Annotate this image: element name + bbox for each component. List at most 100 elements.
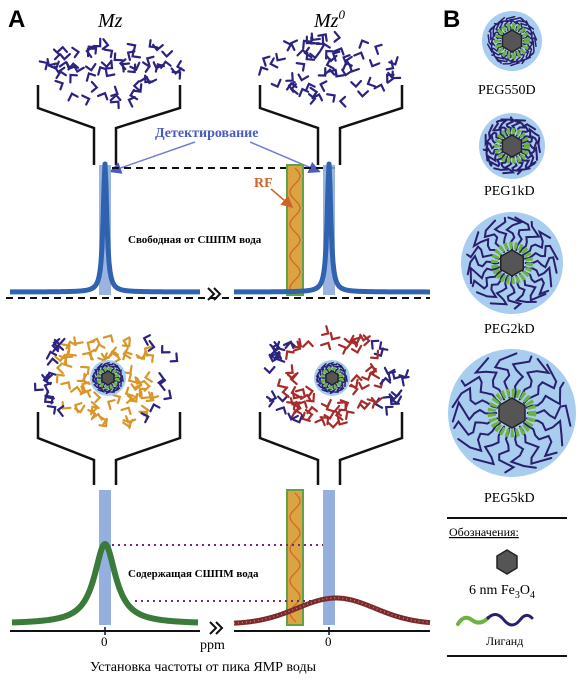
- ligand-chain: [522, 229, 552, 256]
- water-molecule: [374, 43, 383, 55]
- water-molecule: [120, 406, 132, 416]
- water-molecule: [89, 337, 101, 346]
- water-molecule: [283, 40, 293, 52]
- water-molecule: [157, 372, 166, 384]
- water-molecule: [390, 395, 403, 405]
- water-molecule: [45, 350, 58, 360]
- ligand-chain: [490, 45, 503, 56]
- ligand-chain: [466, 254, 500, 276]
- water-molecule: [104, 68, 116, 78]
- water-molecule: [61, 400, 72, 410]
- water-molecule: [127, 373, 138, 384]
- water-molecule: [305, 35, 316, 45]
- water-molecule: [275, 406, 287, 415]
- detection-window-bottom-left: [99, 490, 111, 625]
- ligand-chain: [334, 383, 343, 393]
- water-molecule: [111, 393, 122, 405]
- water-molecule: [336, 417, 348, 426]
- water-molecule: [296, 48, 309, 57]
- water-molecule: [79, 389, 92, 398]
- water-molecule: [158, 379, 167, 392]
- water-molecule: [53, 65, 66, 74]
- water-molecules-bottom-right: [263, 325, 410, 429]
- particle-peg5kd: [448, 349, 576, 477]
- water-molecule: [325, 58, 335, 70]
- water-molecule: [289, 39, 299, 52]
- water-molecule: [79, 365, 90, 375]
- water-molecule: [124, 415, 137, 424]
- water-molecule: [327, 420, 340, 429]
- water-molecule: [368, 59, 381, 68]
- mz-label: Mz: [97, 10, 123, 32]
- legend-ligand-label: Лиганд: [486, 634, 523, 648]
- mz0-label: Mz0: [313, 7, 345, 32]
- water-molecule: [296, 400, 308, 409]
- detection-arrow-left: [109, 141, 196, 174]
- water-molecule: [276, 378, 287, 389]
- water-molecule: [353, 51, 365, 60]
- water-molecule: [142, 334, 151, 346]
- water-molecule: [276, 394, 289, 403]
- water-molecule: [263, 365, 276, 375]
- ligand-chain: [110, 383, 119, 393]
- water-molecule: [368, 362, 377, 375]
- water-molecule: [110, 85, 119, 97]
- water-molecule: [100, 352, 113, 361]
- water-molecule: [46, 371, 57, 382]
- water-molecule: [52, 343, 65, 353]
- water-molecule: [46, 405, 57, 415]
- water-molecule: [309, 86, 319, 99]
- particle-label-peg5kd: PEG5kD: [484, 491, 535, 506]
- water-molecule: [373, 83, 386, 92]
- water-molecule: [333, 30, 342, 43]
- core-hexagon-icon: [496, 549, 518, 575]
- water-molecule: [379, 376, 392, 385]
- iron-oxide-core: [499, 249, 525, 277]
- water-molecule: [38, 60, 49, 71]
- water-molecule: [143, 371, 153, 383]
- ligand-chain: [523, 244, 559, 261]
- water-molecule: [67, 347, 77, 357]
- caption: Установка частоты от пика ЯМР воды: [90, 660, 317, 675]
- water-molecule: [357, 90, 370, 98]
- ligand-chain: [338, 378, 346, 388]
- water-molecule: [109, 93, 122, 102]
- water-molecule: [87, 45, 98, 55]
- ligand-chain: [502, 51, 516, 65]
- water-molecule: [270, 78, 282, 89]
- water-molecule: [109, 100, 120, 110]
- water-molecule: [306, 405, 319, 415]
- water-molecule: [388, 392, 401, 401]
- water-molecule: [319, 42, 331, 52]
- water-molecule: [275, 340, 286, 352]
- water-molecules-top-left: [38, 37, 185, 110]
- water-molecule: [42, 373, 52, 386]
- water-molecule: [102, 334, 114, 343]
- ligand-chain: [514, 17, 527, 31]
- iron-oxide-core: [501, 134, 523, 158]
- water-molecule: [134, 376, 146, 385]
- particle-peg2kd: [461, 212, 563, 314]
- water-molecule: [84, 62, 97, 72]
- water-molecule: [258, 66, 269, 76]
- water-molecule: [293, 337, 303, 349]
- ligand-chain: [316, 372, 326, 382]
- spion-particle-bottom-right: [314, 360, 350, 396]
- water-molecule: [73, 404, 86, 414]
- detection-window-bottom-right: [323, 490, 335, 625]
- ligand-chain: [520, 127, 540, 141]
- water-molecule: [135, 351, 148, 361]
- water-molecule: [55, 362, 64, 375]
- ligand-chain: [520, 151, 537, 167]
- water-molecule: [307, 93, 317, 105]
- water-molecule: [129, 88, 139, 101]
- water-molecule: [317, 33, 328, 42]
- ligand-chain: [469, 265, 501, 285]
- water-molecule: [128, 392, 139, 403]
- ligand-chain: [488, 30, 502, 41]
- water-molecule: [362, 334, 371, 347]
- particle-peg1kd: [479, 113, 545, 179]
- water-molecule: [93, 391, 102, 404]
- water-molecule: [123, 364, 133, 375]
- water-molecule: [295, 62, 306, 72]
